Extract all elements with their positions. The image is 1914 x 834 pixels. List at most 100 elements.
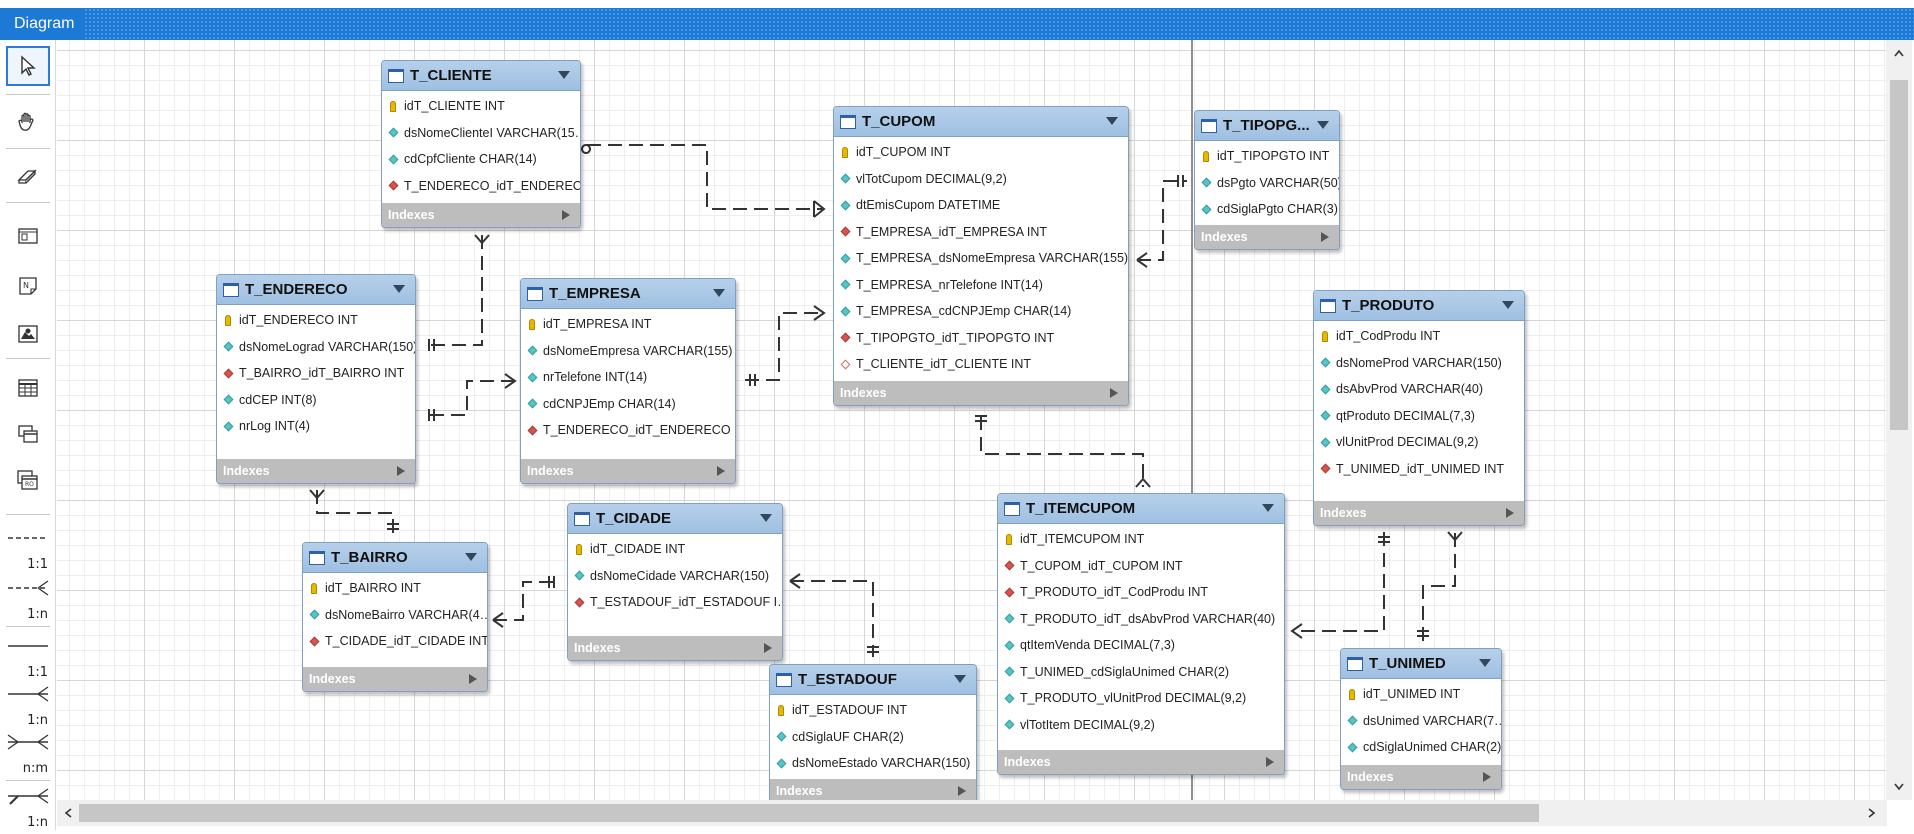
column-row[interactable]: cdCNPJEmp CHAR(14) — [521, 391, 735, 418]
indexes-section[interactable]: Indexes — [998, 750, 1284, 774]
relationship-line[interactable] — [980, 416, 1144, 487]
column-row[interactable]: dsNomeCidade VARCHAR(150) — [568, 563, 782, 590]
column-row[interactable]: idT_CLIENTE INT — [382, 93, 580, 120]
column-row[interactable]: idT_CUPOM INT — [834, 139, 1128, 166]
column-row[interactable]: idT_CIDADE INT — [568, 536, 782, 563]
column-row[interactable]: T_ENDERECO_idT_ENDEREC… — [382, 173, 580, 200]
indexes-section[interactable]: Indexes — [1314, 501, 1524, 525]
column-row[interactable]: T_PRODUTO_vlUnitProd DECIMAL(9,2) — [998, 685, 1284, 712]
column-row[interactable]: dsNomeEstado VARCHAR(150) — [770, 750, 976, 777]
rel-1-1-nonidentifying-button[interactable]: 1:1 — [6, 526, 50, 574]
column-row[interactable]: idT_BAIRRO INT — [303, 575, 487, 602]
collapse-caret-icon[interactable] — [1317, 121, 1329, 129]
column-row[interactable]: T_ENDERECO_idT_ENDERECO I… — [521, 417, 735, 444]
column-row[interactable]: idT_ITEMCUPOM INT — [998, 526, 1284, 553]
column-row[interactable]: idT_EMPRESA INT — [521, 311, 735, 338]
table-header[interactable]: T_CUPOM — [834, 107, 1128, 137]
indexes-section[interactable]: Indexes — [217, 459, 415, 483]
indexes-section[interactable]: Indexes — [834, 381, 1128, 405]
column-row[interactable]: dsNomeEmpresa VARCHAR(155) — [521, 338, 735, 365]
table-header[interactable]: T_TIPOPG... — [1195, 111, 1339, 141]
column-row[interactable]: dsNomeLograd VARCHAR(150) — [217, 334, 415, 361]
collapse-caret-icon[interactable] — [393, 285, 405, 293]
relationship-line[interactable] — [424, 380, 515, 416]
column-row[interactable]: dsPgto VARCHAR(50) — [1195, 170, 1339, 197]
relationship-line[interactable] — [745, 312, 824, 381]
table-header[interactable]: T_ESTADOUF — [770, 665, 976, 695]
image-tool-button[interactable] — [6, 314, 50, 354]
column-row[interactable]: qtItemVenda DECIMAL(7,3) — [998, 632, 1284, 659]
rel-1-n-identifying-button[interactable]: 1:n — [6, 682, 50, 730]
column-row[interactable]: vlTotCupom DECIMAL(9,2) — [834, 166, 1128, 193]
indexes-section[interactable]: Indexes — [1341, 765, 1501, 789]
vertical-scrollbar[interactable] — [1886, 40, 1912, 800]
column-row[interactable]: cdSiglaUF CHAR(2) — [770, 724, 976, 751]
rel-1-1-identifying-button[interactable]: 1:1 — [6, 634, 50, 682]
table-header[interactable]: T_UNIMED — [1341, 649, 1501, 679]
column-row[interactable]: vlTotItem DECIMAL(9,2) — [998, 712, 1284, 739]
collapse-caret-icon[interactable] — [1502, 301, 1514, 309]
select-tool-button[interactable] — [6, 46, 50, 86]
indexes-section[interactable]: Indexes — [1195, 225, 1339, 249]
expand-arrow-icon[interactable] — [562, 210, 570, 220]
scroll-right-icon[interactable] — [1865, 807, 1877, 819]
collapse-caret-icon[interactable] — [760, 514, 772, 522]
view-tool-button[interactable] — [6, 414, 50, 454]
column-row[interactable]: dsNomeClienteI VARCHAR(15… — [382, 120, 580, 147]
scroll-left-icon[interactable] — [63, 807, 75, 819]
column-row[interactable]: dsUnimed VARCHAR(7… — [1341, 708, 1501, 735]
note-tool-button[interactable]: N — [6, 266, 50, 306]
column-row[interactable]: cdSiglaPgto CHAR(3) — [1195, 196, 1339, 223]
column-row[interactable]: T_EMPRESA_nrTelefone INT(14) — [834, 272, 1128, 299]
column-row[interactable]: T_UNIMED_cdSiglaUnimed CHAR(2) — [998, 659, 1284, 686]
collapse-caret-icon[interactable] — [465, 553, 477, 561]
column-row[interactable]: T_CLIENTE_idT_CLIENTE INT — [834, 351, 1128, 378]
indexes-section[interactable]: Indexes — [770, 779, 976, 800]
column-row[interactable]: T_ESTADOUF_idT_ESTADOUF I… — [568, 589, 782, 616]
collapse-caret-icon[interactable] — [1262, 504, 1274, 512]
expand-arrow-icon[interactable] — [1483, 772, 1491, 782]
column-row[interactable]: vlUnitProd DECIMAL(9,2) — [1314, 429, 1524, 456]
expand-arrow-icon[interactable] — [397, 466, 405, 476]
column-row[interactable]: T_EMPRESA_cdCNPJEmp CHAR(14) — [834, 298, 1128, 325]
collapse-caret-icon[interactable] — [954, 675, 966, 683]
column-row[interactable]: idT_UNIMED INT — [1341, 681, 1501, 708]
column-row[interactable]: nrLog INT(4) — [217, 413, 415, 440]
table-header[interactable]: T_EMPRESA — [521, 279, 735, 309]
column-row[interactable]: T_UNIMED_idT_UNIMED INT — [1314, 456, 1524, 483]
column-row[interactable]: qtProduto DECIMAL(7,3) — [1314, 403, 1524, 430]
column-row[interactable]: cdCEP INT(8) — [217, 387, 415, 414]
expand-arrow-icon[interactable] — [1266, 757, 1274, 767]
column-row[interactable]: idT_CodProdu INT — [1314, 323, 1524, 350]
relationship-line[interactable] — [790, 580, 874, 657]
indexes-section[interactable]: Indexes — [382, 203, 580, 227]
relationship-line[interactable] — [587, 144, 824, 210]
table-header[interactable]: T_ENDERECO — [217, 275, 415, 305]
scroll-down-icon[interactable] — [1893, 780, 1905, 792]
indexes-section[interactable]: Indexes — [521, 459, 735, 483]
column-row[interactable]: dsNomeBairro VARCHAR(4… — [303, 602, 487, 629]
table-header[interactable]: T_PRODUTO — [1314, 291, 1524, 321]
table-header[interactable]: T_CLIENTE — [382, 61, 580, 91]
relationship-line[interactable] — [316, 490, 394, 535]
indexes-section[interactable]: Indexes — [568, 636, 782, 660]
vertical-scroll-thumb[interactable] — [1890, 80, 1908, 430]
collapse-caret-icon[interactable] — [1106, 117, 1118, 125]
expand-arrow-icon[interactable] — [764, 643, 772, 653]
relationship-line[interactable] — [1137, 180, 1187, 261]
collapse-caret-icon[interactable] — [713, 289, 725, 297]
eraser-tool-button[interactable] — [6, 156, 50, 196]
collapse-caret-icon[interactable] — [558, 71, 570, 79]
column-row[interactable]: T_EMPRESA_idT_EMPRESA INT — [834, 219, 1128, 246]
expand-arrow-icon[interactable] — [1321, 232, 1329, 242]
column-row[interactable]: dtEmisCupom DATETIME — [834, 192, 1128, 219]
column-row[interactable]: T_PRODUTO_idT_dsAbvProd VARCHAR(40) — [998, 606, 1284, 633]
